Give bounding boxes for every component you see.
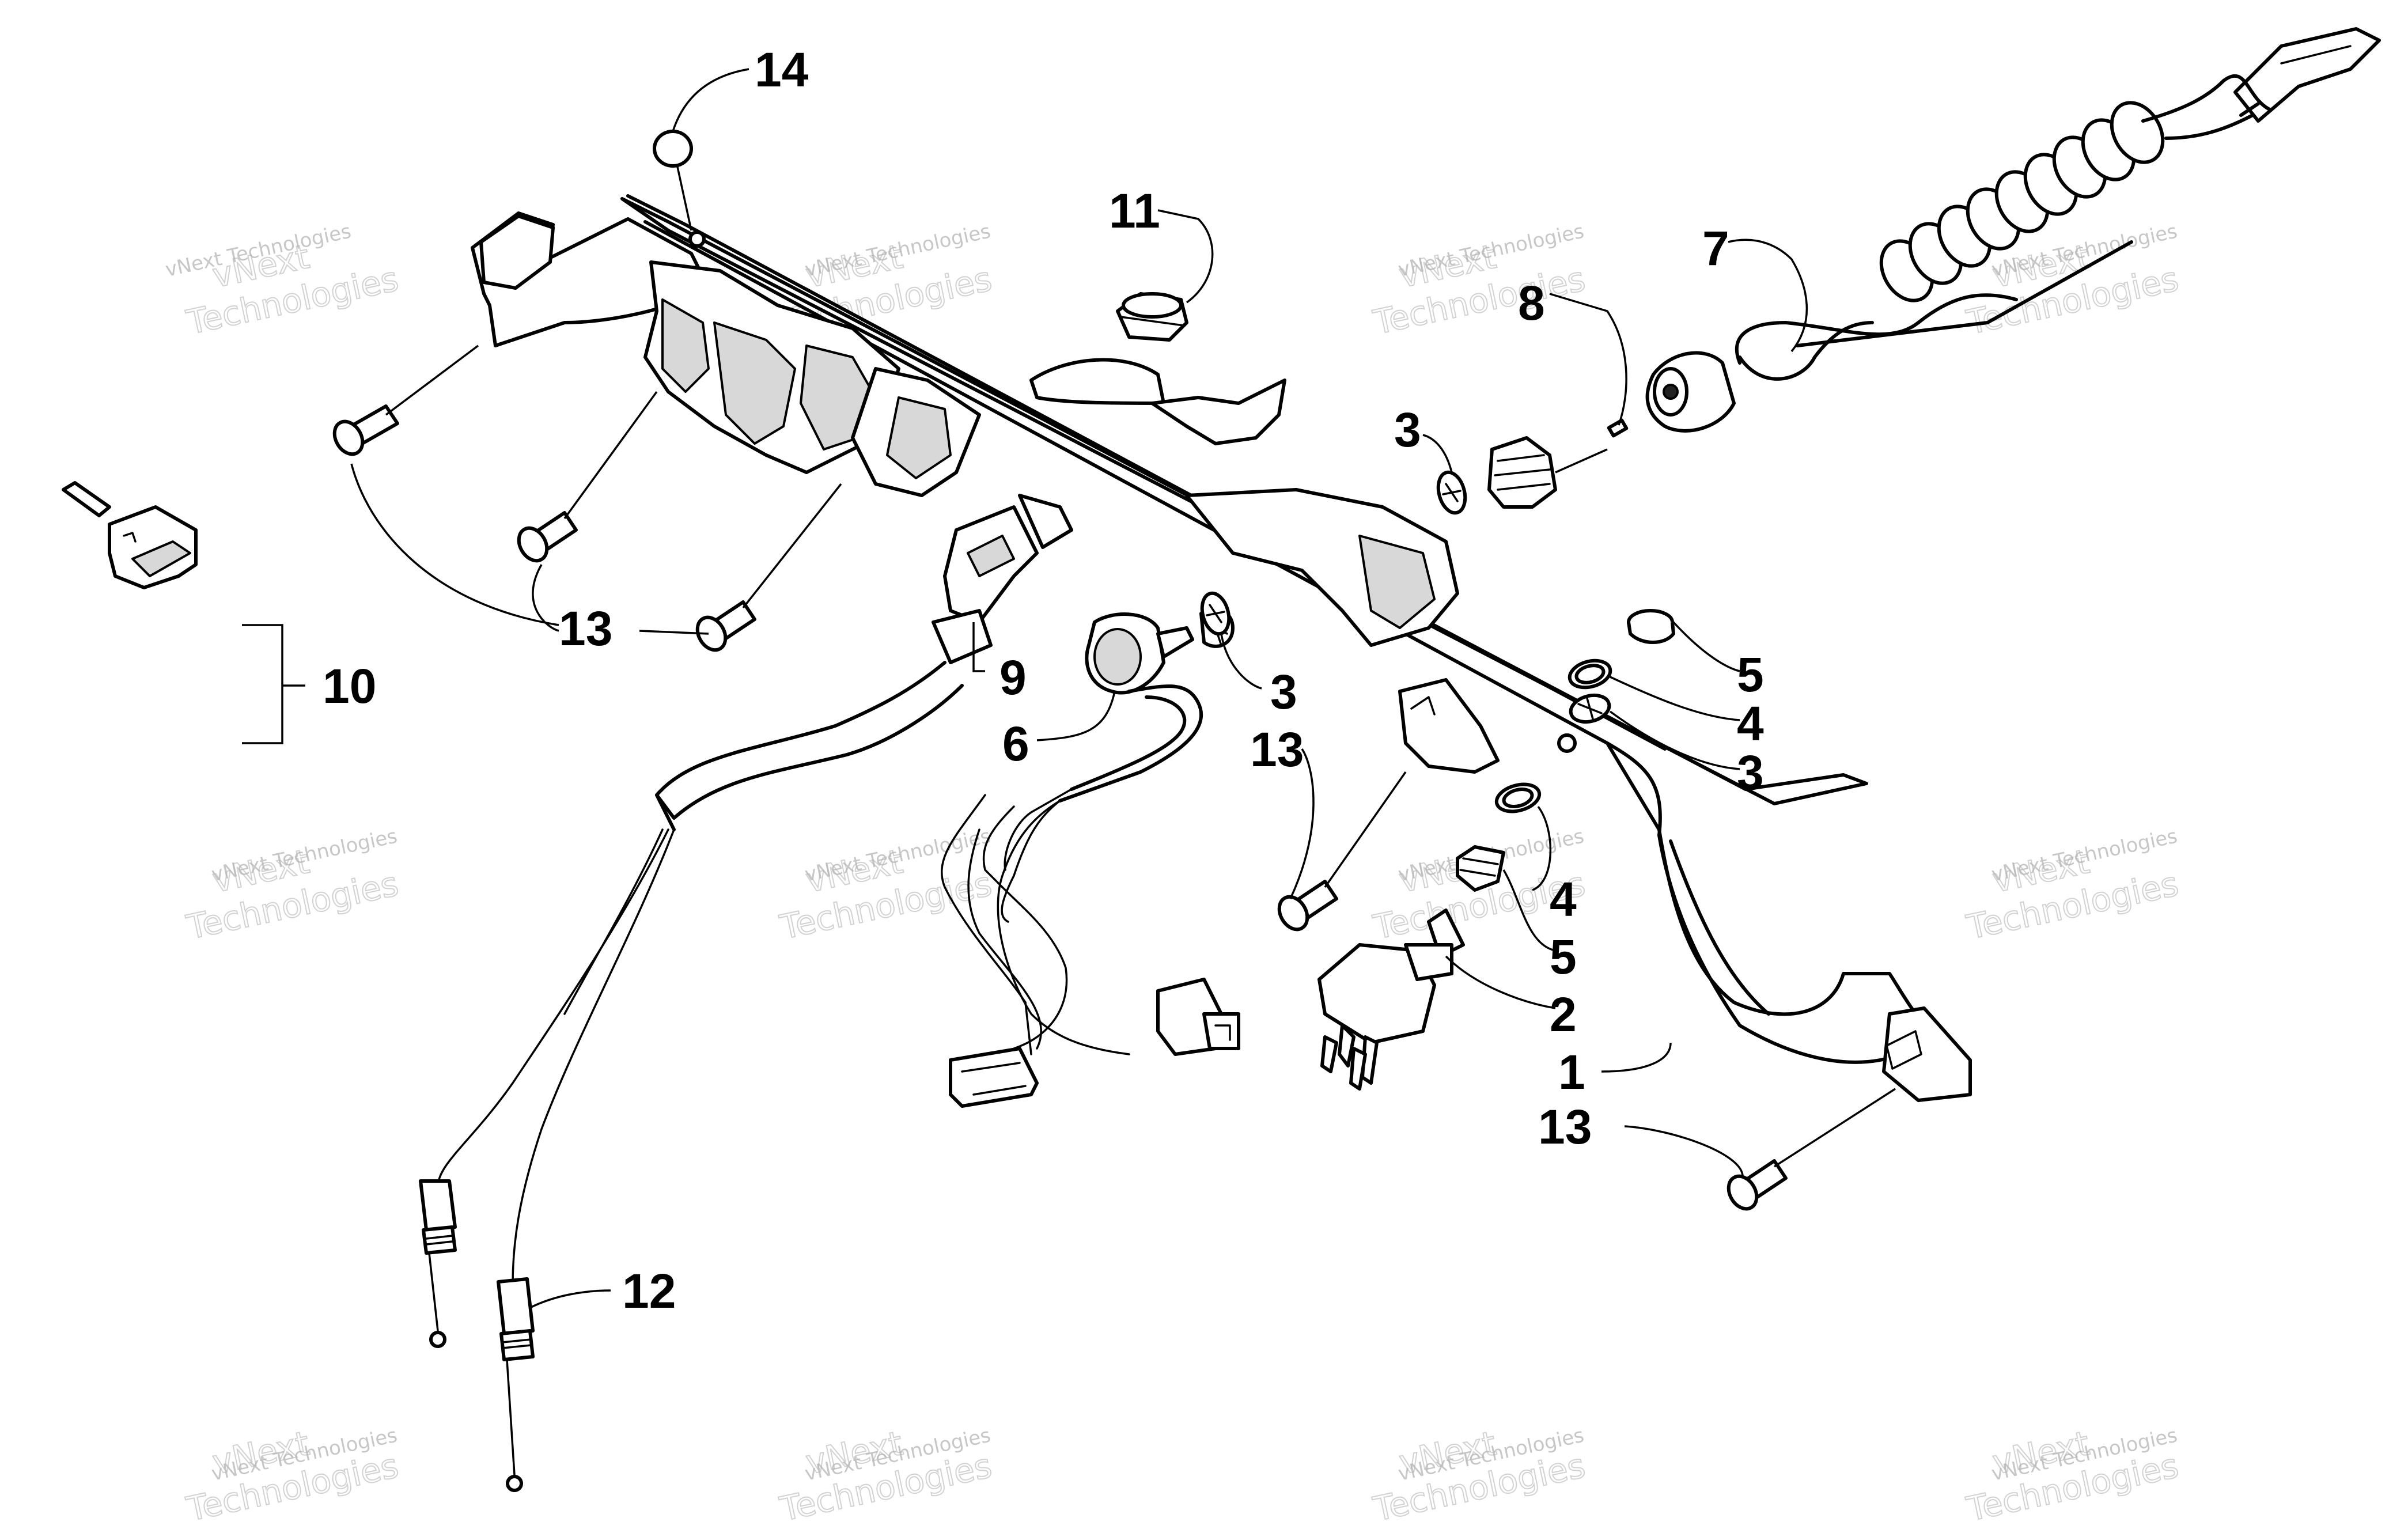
callout-7: 7 [1702, 221, 1729, 275]
key-part [62, 481, 305, 744]
screw-13-part [517, 391, 658, 563]
screw-13-part [332, 345, 479, 456]
screw-13-part [1727, 1088, 1896, 1211]
callout-11: 11 [1109, 184, 1160, 238]
washer-part [1436, 470, 1467, 515]
knob-part [1116, 292, 1188, 342]
toggle-switch-part [1317, 909, 1465, 1091]
callout-14: 14 [755, 43, 809, 97]
callout-13: 13 [1250, 722, 1304, 777]
knob-5-part [1456, 845, 1505, 892]
callout-3: 3 [1394, 403, 1421, 457]
callout-13: 13 [1538, 1100, 1592, 1154]
main-bracket-part [471, 194, 1972, 1102]
screw-13-part [695, 483, 842, 652]
screw-part [1607, 418, 1629, 438]
ignition-switch-part [941, 608, 1240, 1108]
callout-5: 5 [1550, 930, 1577, 984]
washer-part [1200, 591, 1231, 636]
callout-labels: 14 11 7 8 3 13 10 9 6 3 13 5 4 3 4 5 2 1… [323, 43, 1764, 1318]
plug-cap-part [653, 130, 693, 231]
callout-13: 13 [559, 601, 612, 656]
callout-3: 3 [1737, 745, 1764, 800]
callout-9: 9 [999, 650, 1027, 705]
callout-12: 12 [622, 1264, 676, 1318]
callout-4: 4 [1550, 872, 1577, 926]
watermark-group: vNext Technologies vNext Technologies vN… [164, 219, 2183, 1530]
callout-10: 10 [323, 659, 376, 713]
washer-3-part [1569, 693, 1611, 724]
nut-part [1487, 436, 1608, 509]
tether-cord-part [1645, 27, 2381, 433]
callout-4: 4 [1737, 697, 1764, 751]
callout-1: 1 [1558, 1045, 1585, 1099]
callout-3: 3 [1270, 665, 1297, 719]
screw-13-part [1277, 771, 1407, 932]
seal-4-part [1494, 782, 1542, 813]
callout-2: 2 [1550, 987, 1577, 1042]
seal-4-part [1568, 658, 1612, 690]
callout-5: 5 [1737, 648, 1764, 702]
switch-harness-part [419, 494, 1073, 1492]
leader-lines [350, 68, 1808, 1309]
callout-6: 6 [1002, 717, 1029, 771]
knob-5-part [1627, 609, 1675, 644]
callout-8: 8 [1518, 276, 1545, 330]
